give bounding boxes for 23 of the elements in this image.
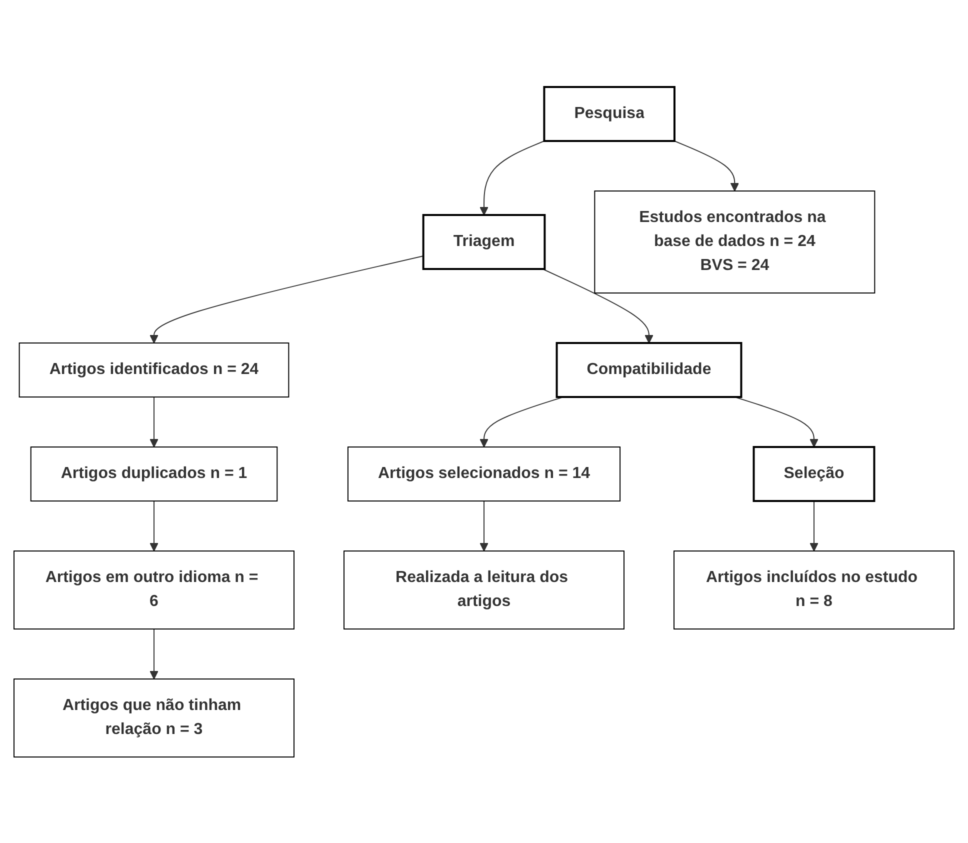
- node-box: Triagem: [422, 214, 546, 270]
- node-box: Realizada a leitura dos artigos: [344, 550, 624, 629]
- arrow: [810, 500, 818, 551]
- arrow: [480, 500, 488, 551]
- node-box: Compatibilidade: [556, 342, 742, 398]
- arrow: [674, 140, 740, 191]
- node-box: Artigos incluídos no estudo n = 8: [674, 550, 954, 629]
- arrow: [150, 500, 158, 551]
- arrow: [150, 628, 158, 679]
- arrow: [480, 140, 545, 215]
- node-box: Artigos duplicados n = 1: [30, 446, 278, 501]
- arrow: [150, 254, 424, 343]
- node-box: Seleção: [752, 446, 876, 502]
- node-box: Estudos encontrados na base de dados n = 24 BVS = 24: [594, 190, 876, 293]
- node-box: Artigos em outro idioma n = 6: [14, 550, 294, 629]
- arrow: [480, 396, 564, 447]
- arrow: [542, 268, 654, 343]
- node-box: Artigos que não tinham relação n = 3: [14, 678, 294, 757]
- node-box: Artigos selecionados n = 14: [347, 446, 621, 501]
- arrow: [150, 396, 158, 447]
- arrow: [734, 396, 818, 447]
- node-box: Pesquisa: [543, 86, 676, 142]
- node-box: Artigos identificados n = 24: [18, 342, 290, 397]
